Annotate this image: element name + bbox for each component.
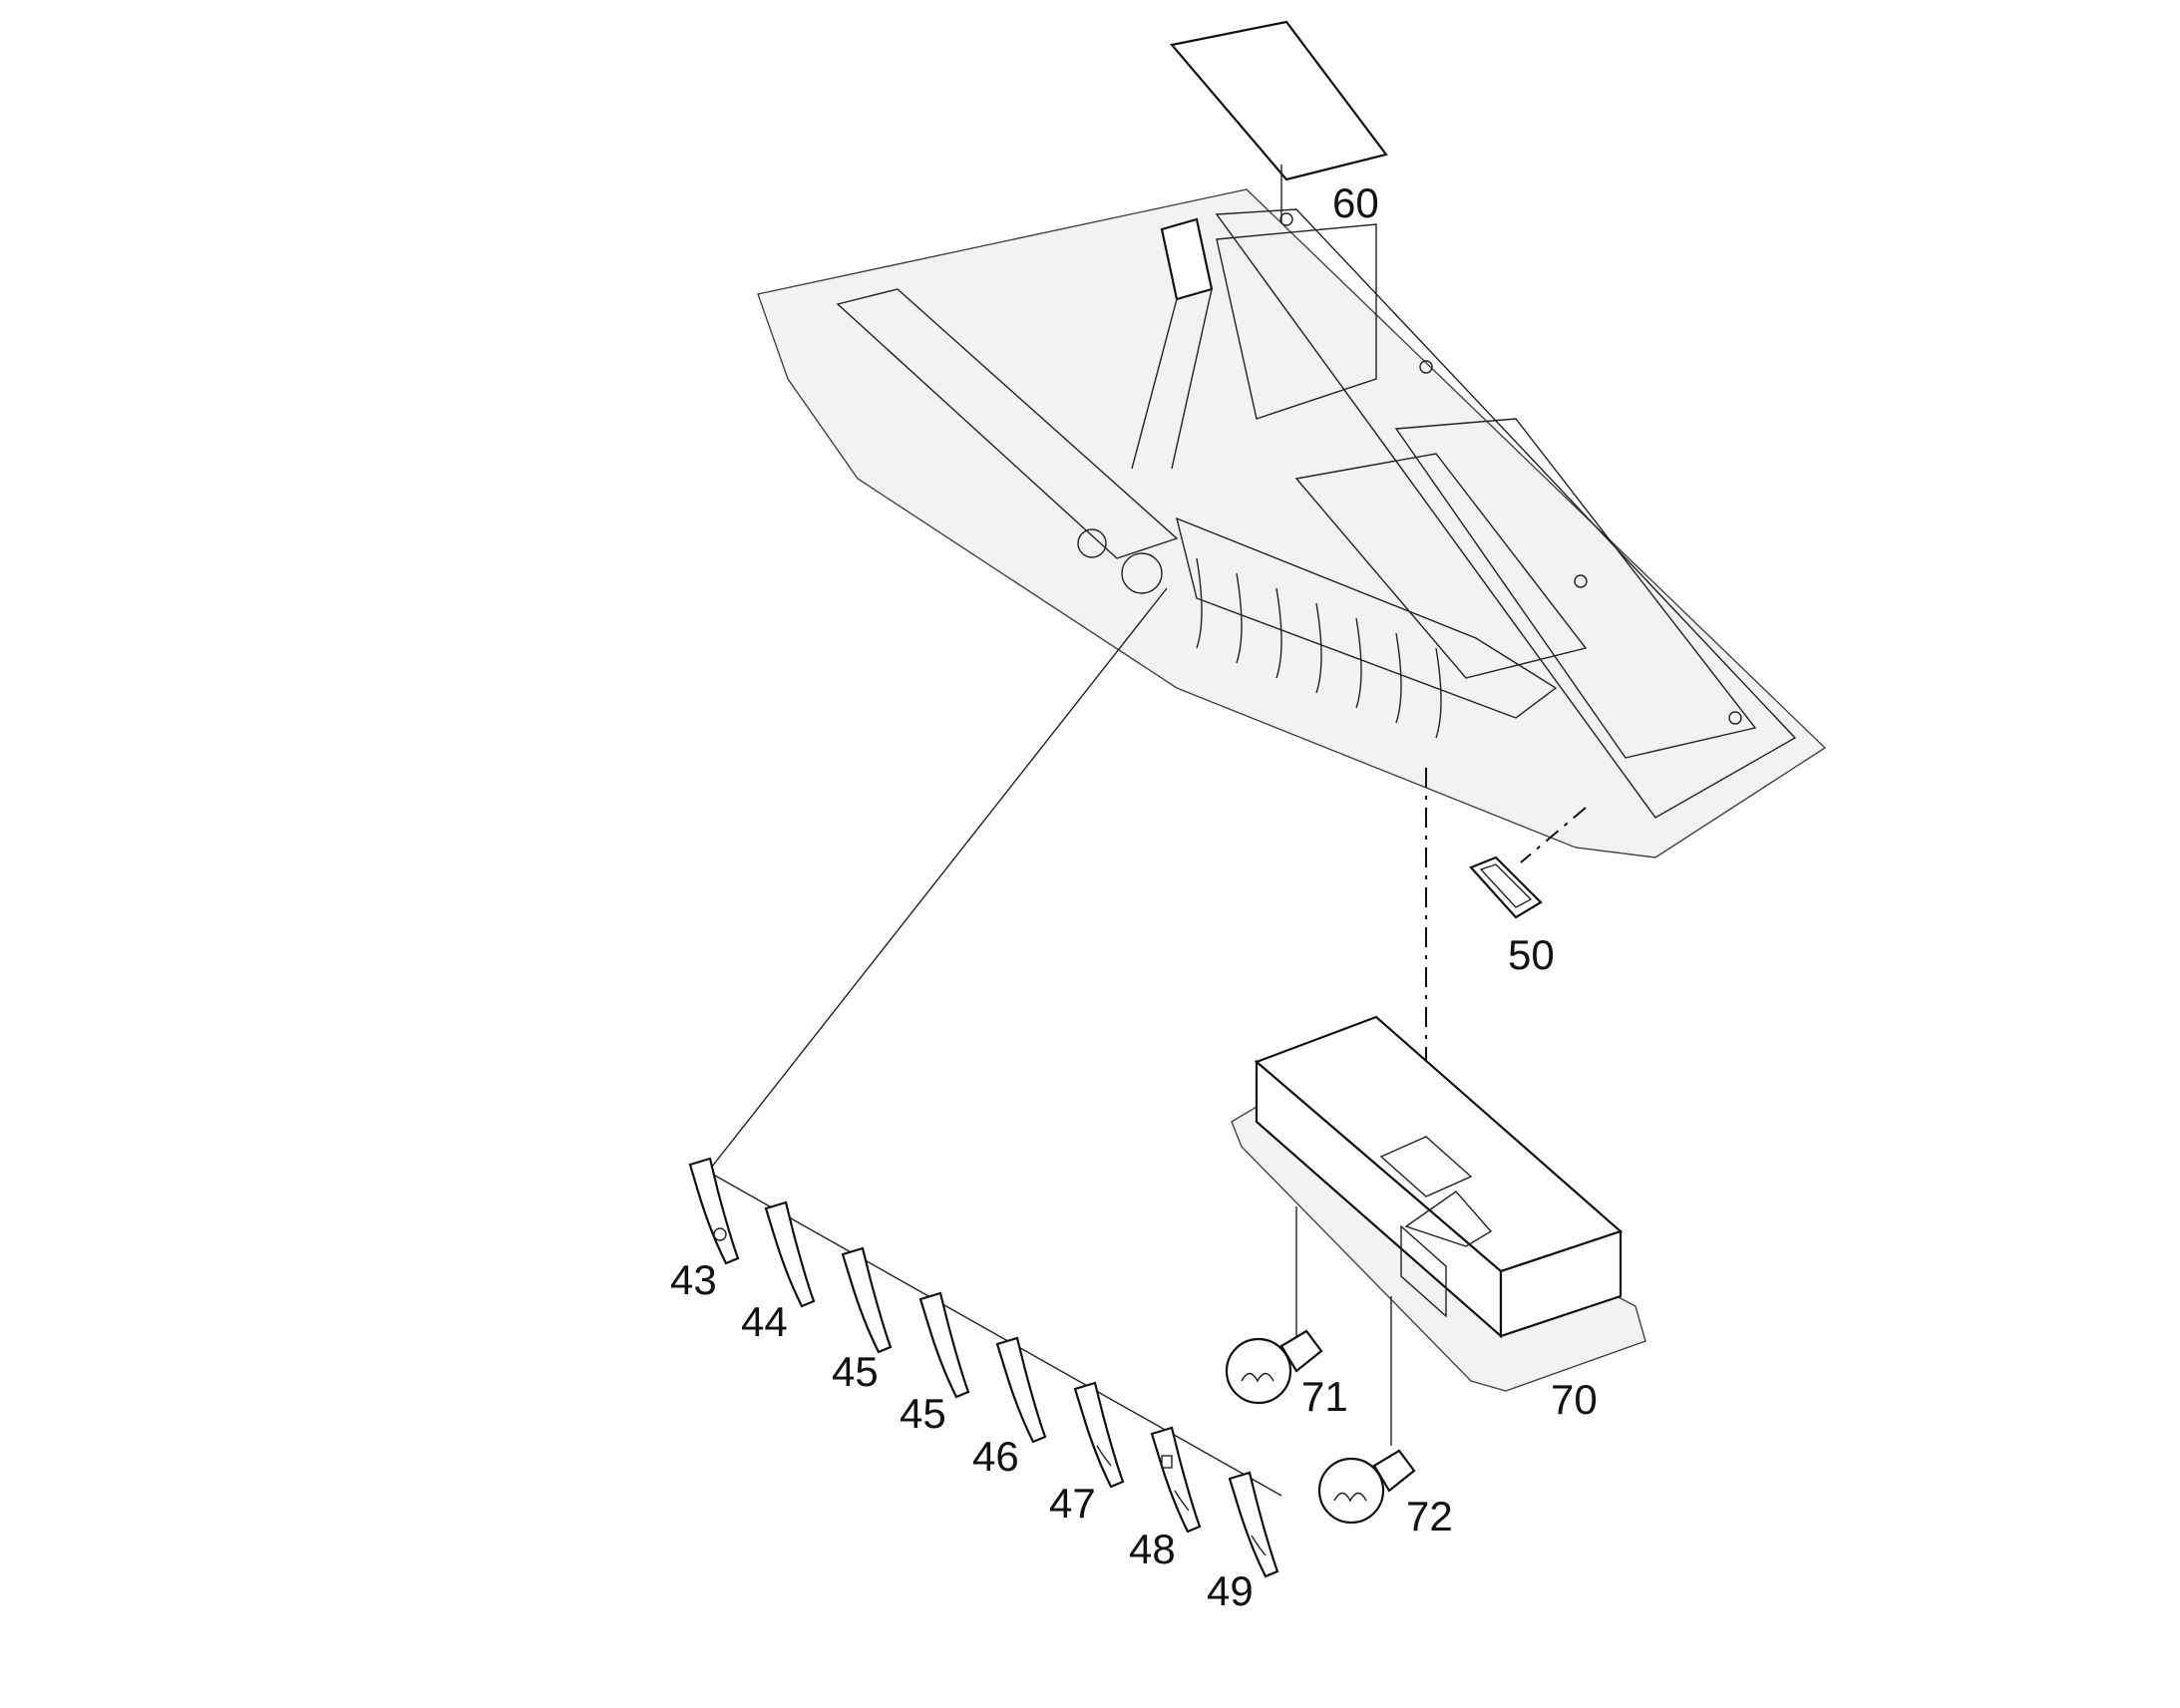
callout-72: 72 bbox=[1406, 1493, 1453, 1539]
callout-47: 47 bbox=[1049, 1480, 1096, 1527]
callout-60: 60 bbox=[1332, 179, 1379, 226]
part-60-label-sheet bbox=[1169, 20, 1388, 181]
part-72-bulb bbox=[1317, 1449, 1416, 1525]
callout-71: 71 bbox=[1301, 1373, 1348, 1420]
callout-44: 44 bbox=[741, 1298, 788, 1345]
callout-45a: 45 bbox=[832, 1348, 879, 1395]
callout-50: 50 bbox=[1508, 931, 1555, 978]
switch-cap-46 bbox=[995, 1336, 1047, 1444]
switch-cap-45a bbox=[841, 1246, 893, 1354]
callout-45b: 45 bbox=[900, 1390, 946, 1437]
main-housing bbox=[757, 188, 1827, 858]
switch-cap-48 bbox=[1150, 1426, 1202, 1534]
leader-line-50 bbox=[1520, 807, 1587, 863]
callout-43: 43 bbox=[670, 1256, 717, 1303]
switch-cap-44 bbox=[764, 1200, 816, 1308]
part-71-bulb bbox=[1225, 1329, 1323, 1405]
switch-cap-45b bbox=[918, 1291, 970, 1399]
switch-row-line bbox=[707, 1171, 1282, 1497]
part-50-lens bbox=[1469, 855, 1543, 919]
callout-48: 48 bbox=[1129, 1526, 1176, 1572]
switch-cap-43 bbox=[688, 1157, 740, 1265]
switch-cap-49 bbox=[1228, 1471, 1279, 1578]
leader-line-switches bbox=[707, 587, 1168, 1173]
part-70-switch-module bbox=[1231, 1015, 1646, 1392]
callout-49: 49 bbox=[1207, 1567, 1254, 1614]
callout-70: 70 bbox=[1551, 1376, 1598, 1423]
callout-46: 46 bbox=[972, 1433, 1019, 1480]
switch-cap-47 bbox=[1073, 1381, 1125, 1489]
